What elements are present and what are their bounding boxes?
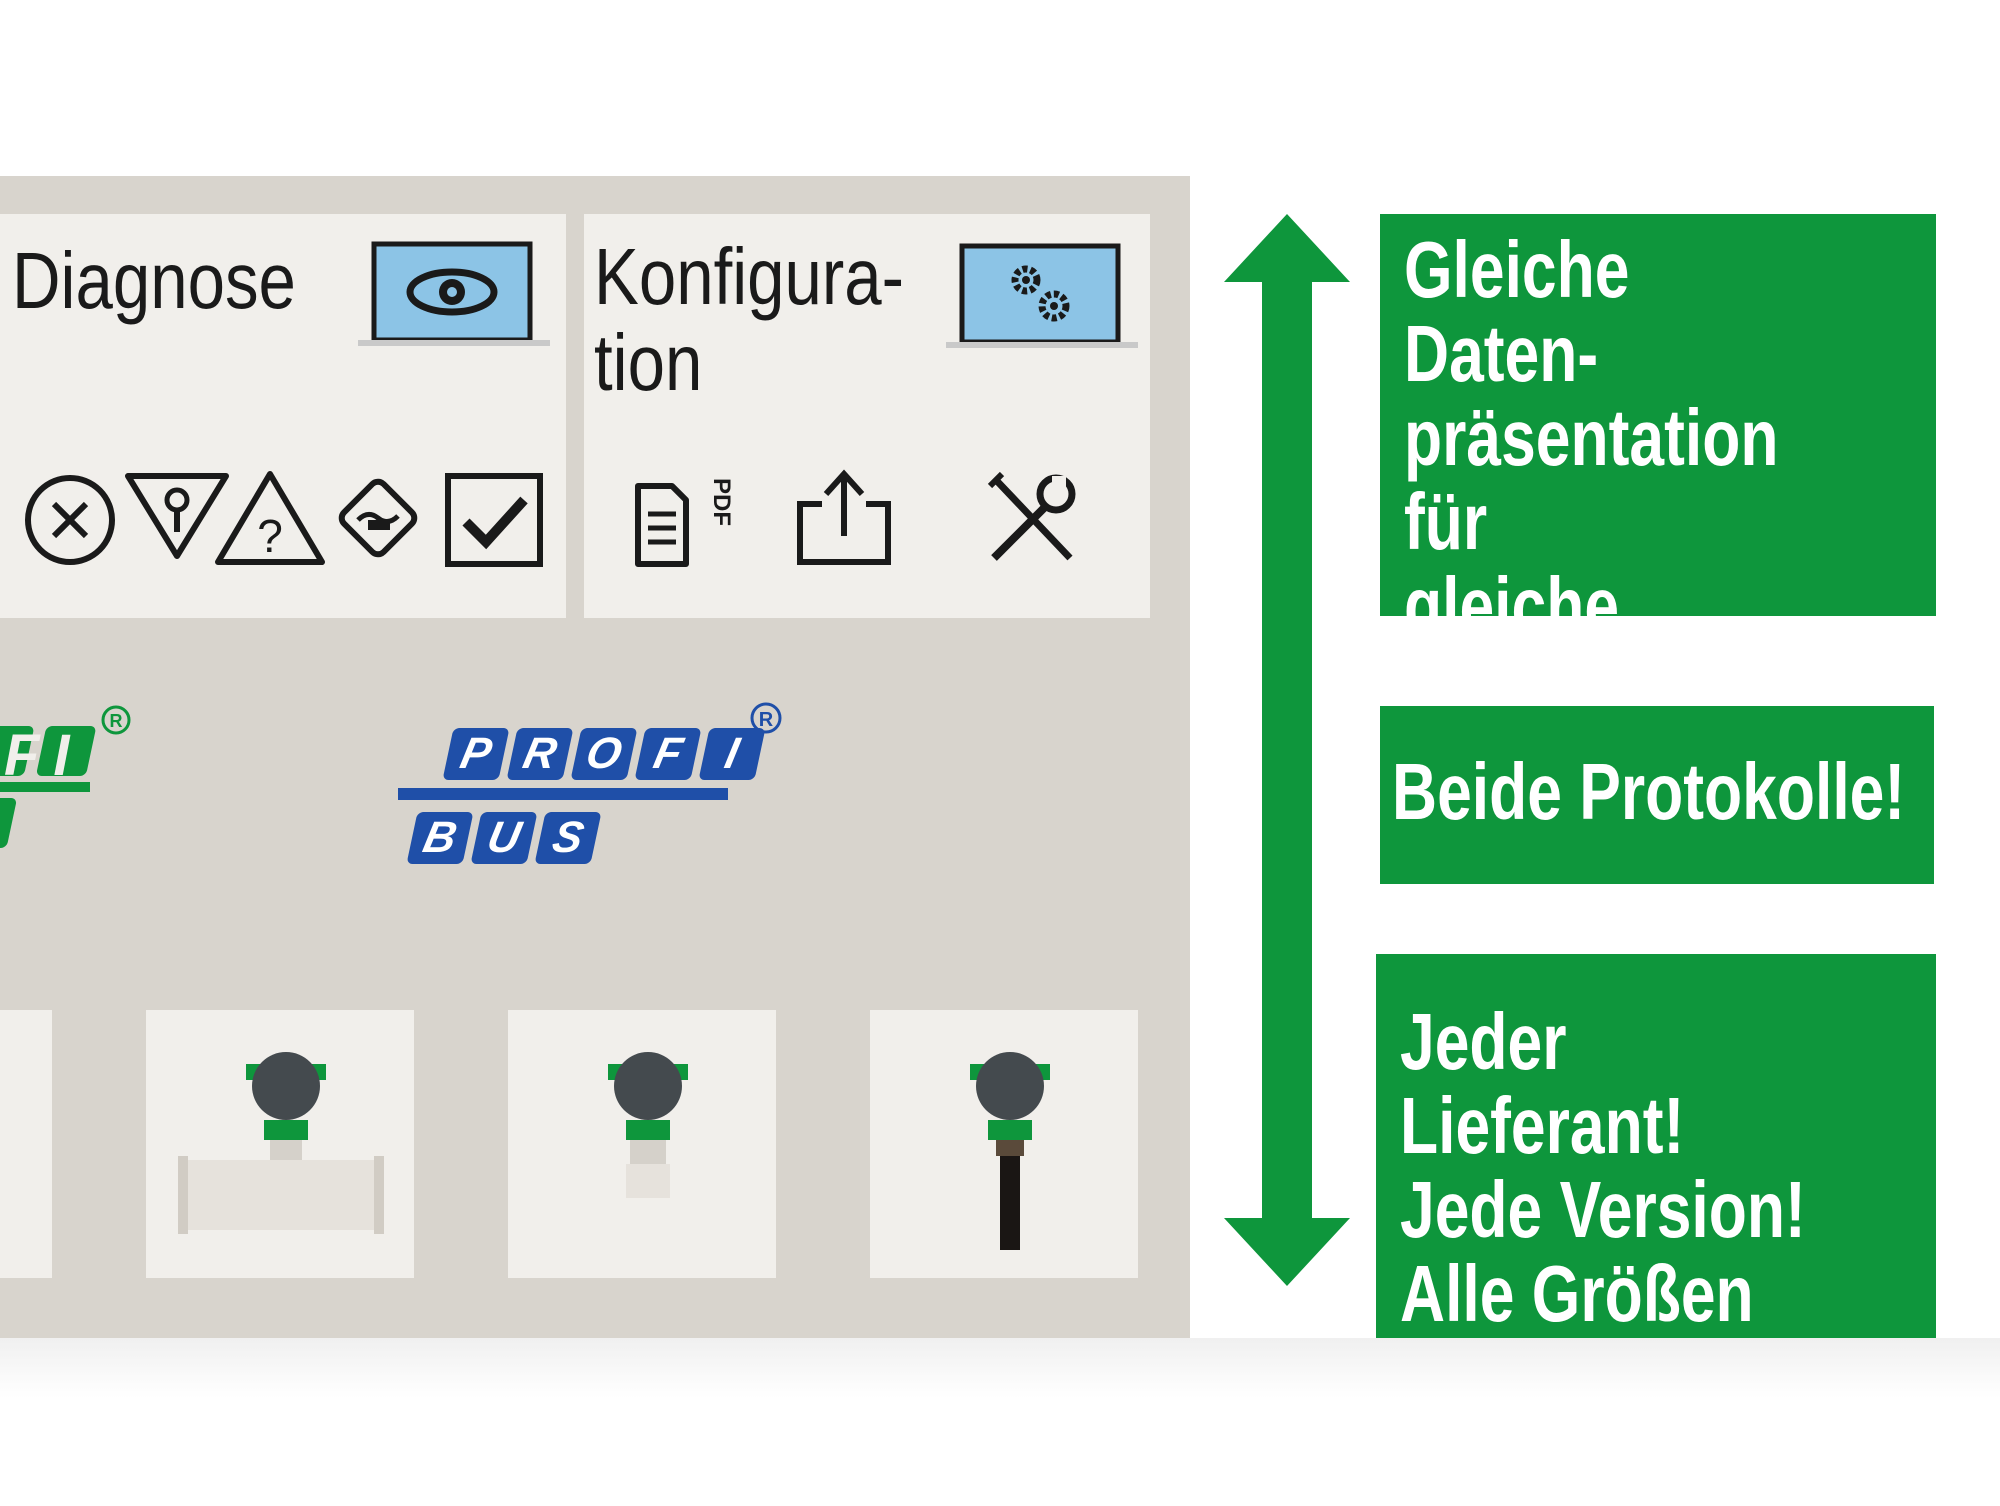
konfiguration-card: Konfigura- tion PDF <box>584 214 1150 618</box>
out-of-spec-question-triangle-icon: ? <box>215 471 325 565</box>
eye-icon <box>358 241 550 346</box>
device-card-partial <box>0 1010 52 1278</box>
profibus-top-letter: O <box>570 728 638 780</box>
note-every-supplier: Jeder Lieferant! Jede Version! Alle Größ… <box>1376 954 1936 1504</box>
failure-circle-x-icon <box>25 475 115 565</box>
profibus-bottom-letter: B <box>406 812 474 864</box>
profibus-top-letter: P <box>442 728 510 780</box>
flowmeter-icon <box>178 1052 384 1234</box>
profibus-logo-shapes: R <box>398 702 782 800</box>
note-same-data-presentation: Gleiche Daten- präsentation für gleiche … <box>1380 214 1936 816</box>
upload-share-icon <box>797 469 891 565</box>
note-both-protocols: Beide Protokolle! <box>1380 706 1934 884</box>
note-text-2: Beide Protokolle! <box>1392 747 1906 836</box>
tools-wrench-screwdriver-icon <box>987 471 1076 561</box>
device-card-pressure <box>508 1010 776 1278</box>
svg-text:PDF: PDF <box>708 478 735 526</box>
profibus-bottom-letter: U <box>470 812 538 864</box>
device-card-flowmeter <box>146 1010 414 1278</box>
note-text-3: Jeder Lieferant! Jede Version! Alle Größ… <box>1400 997 1806 1506</box>
function-check-diamond-icon <box>338 478 418 558</box>
device-card-level <box>870 1010 1138 1278</box>
pressure-transmitter-icon <box>608 1052 688 1198</box>
profinet-letters: FI <box>4 723 84 788</box>
diagnose-title: Diagnose <box>12 236 296 325</box>
ok-checkbox-icon <box>445 473 543 567</box>
profibus-top-letter: R <box>506 728 574 780</box>
profinet-logo: R <box>0 705 131 848</box>
gears-icon <box>946 243 1138 348</box>
svg-text:R: R <box>759 709 774 731</box>
svg-text:?: ? <box>257 510 283 562</box>
level-probe-icon <box>970 1052 1050 1250</box>
diagnose-card: Diagnose ? <box>0 214 566 618</box>
double-arrow-icon <box>1224 214 1350 1286</box>
pdf-document-icon: PDF <box>635 478 735 567</box>
profibus-top-letter: F <box>634 728 702 780</box>
bottom-shadow <box>0 1338 2000 1398</box>
svg-text:R: R <box>110 711 123 731</box>
konfiguration-title: Konfigura- tion <box>594 232 905 407</box>
profibus-bottom-letter: S <box>534 812 602 864</box>
maintenance-wrench-triangle-icon <box>125 473 229 559</box>
profibus-top-letter: I <box>698 728 766 780</box>
